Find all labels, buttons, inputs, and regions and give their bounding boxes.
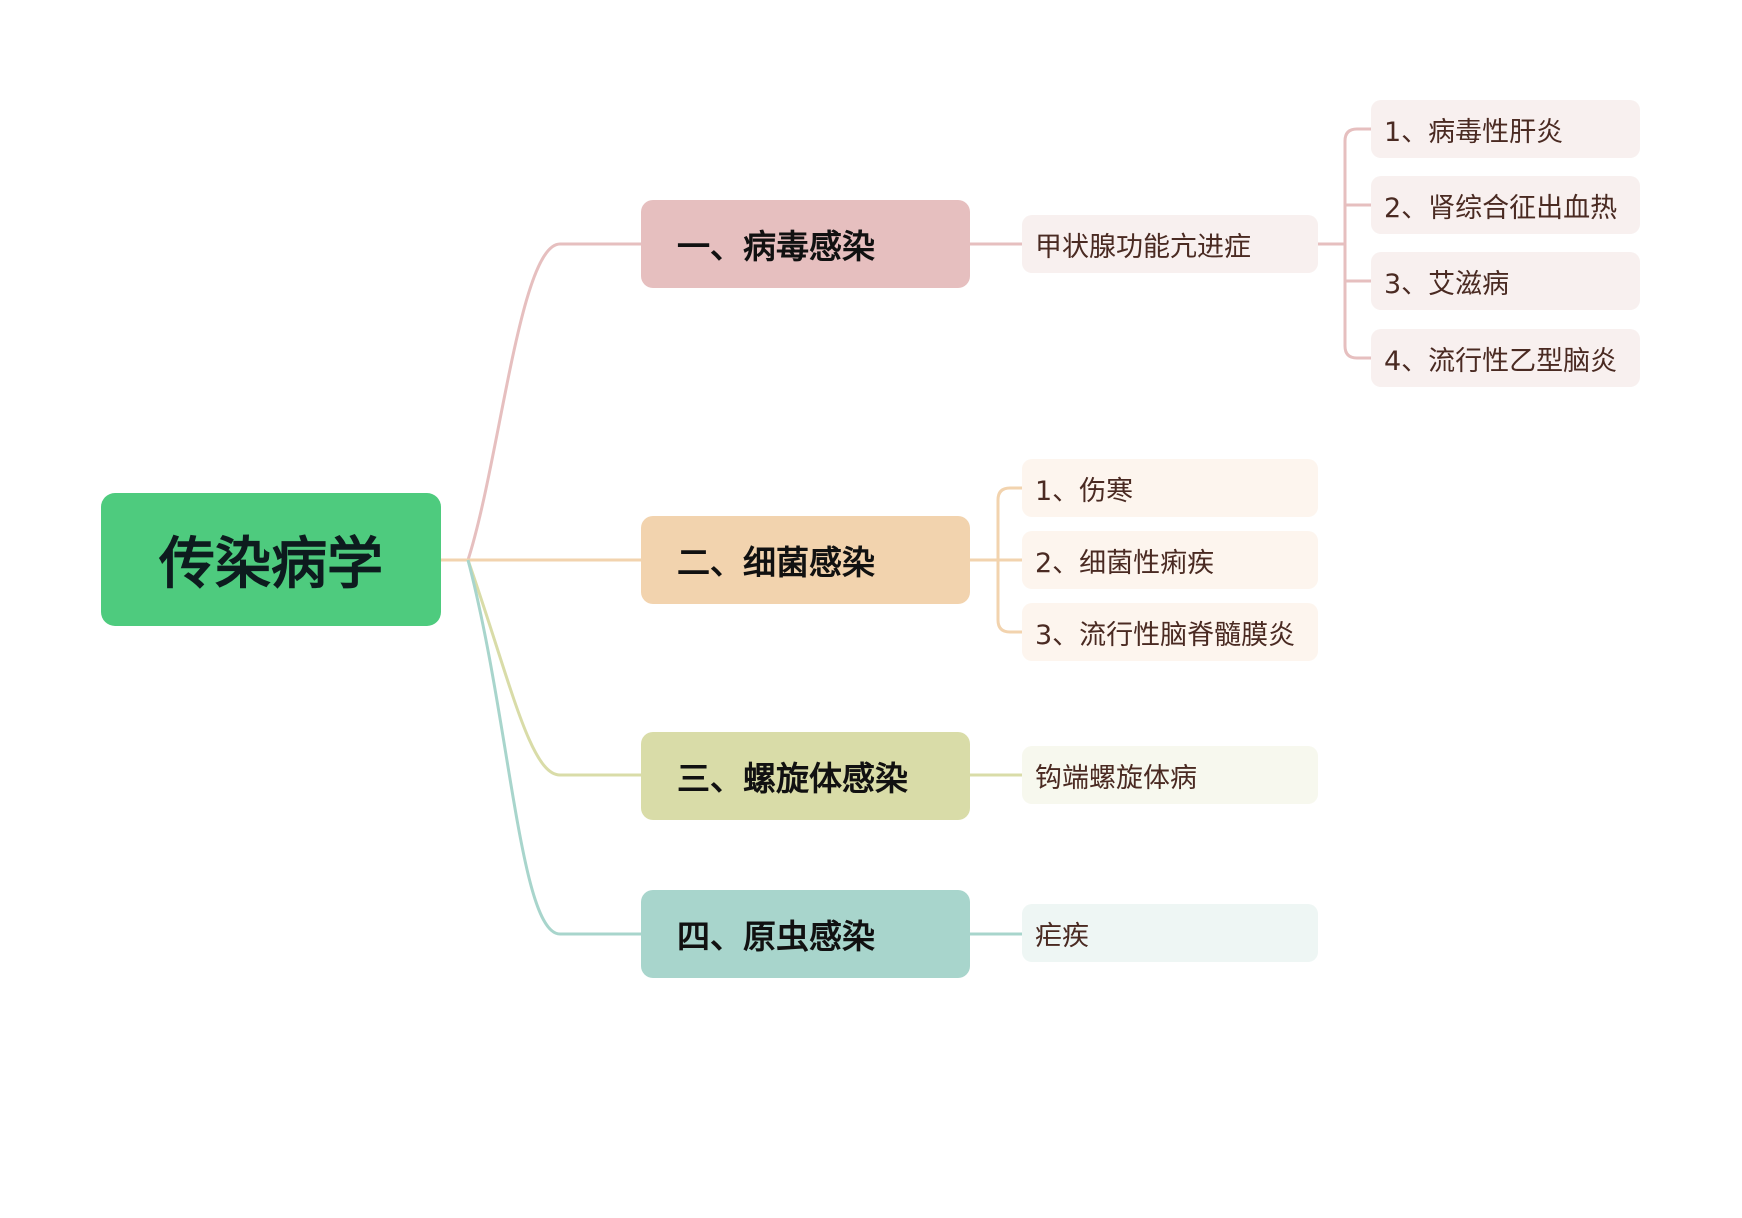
- topic-dysentery[interactable]: 2、细菌性痢疾: [1022, 531, 1318, 589]
- connector-spirochete: [466, 559, 641, 777]
- topic-typhoid[interactable]: 1、伤寒: [1022, 459, 1318, 517]
- topic-malaria[interactable]: 疟疾: [1022, 904, 1318, 962]
- topic-meningitis[interactable]: 3、流行性脑脊髓膜炎: [1022, 603, 1318, 661]
- connector-l2-bacteria: [970, 486, 1022, 634]
- branch-bacteria[interactable]: 二、细菌感染: [641, 516, 970, 604]
- connector-l3: [1318, 127, 1371, 360]
- topic-viral-hepatitis[interactable]: 1、病毒性肝炎: [1371, 100, 1640, 158]
- topic-japanese-encephalitis[interactable]: 4、流行性乙型脑炎: [1371, 329, 1640, 387]
- topic-hfrs[interactable]: 2、肾综合征出血热: [1371, 176, 1640, 234]
- topic-hyperthyroidism[interactable]: 甲状腺功能亢进症: [1022, 215, 1318, 273]
- connector-protozoa: [466, 559, 641, 936]
- connector-virus: [441, 242, 641, 562]
- topic-leptospirosis[interactable]: 钩端螺旋体病: [1022, 746, 1318, 804]
- branch-virus[interactable]: 一、病毒感染: [641, 200, 970, 288]
- root-node[interactable]: 传染病学: [101, 493, 441, 626]
- branch-protozoa[interactable]: 四、原虫感染: [641, 890, 970, 978]
- branch-spirochete[interactable]: 三、螺旋体感染: [641, 732, 970, 820]
- topic-aids[interactable]: 3、艾滋病: [1371, 252, 1640, 310]
